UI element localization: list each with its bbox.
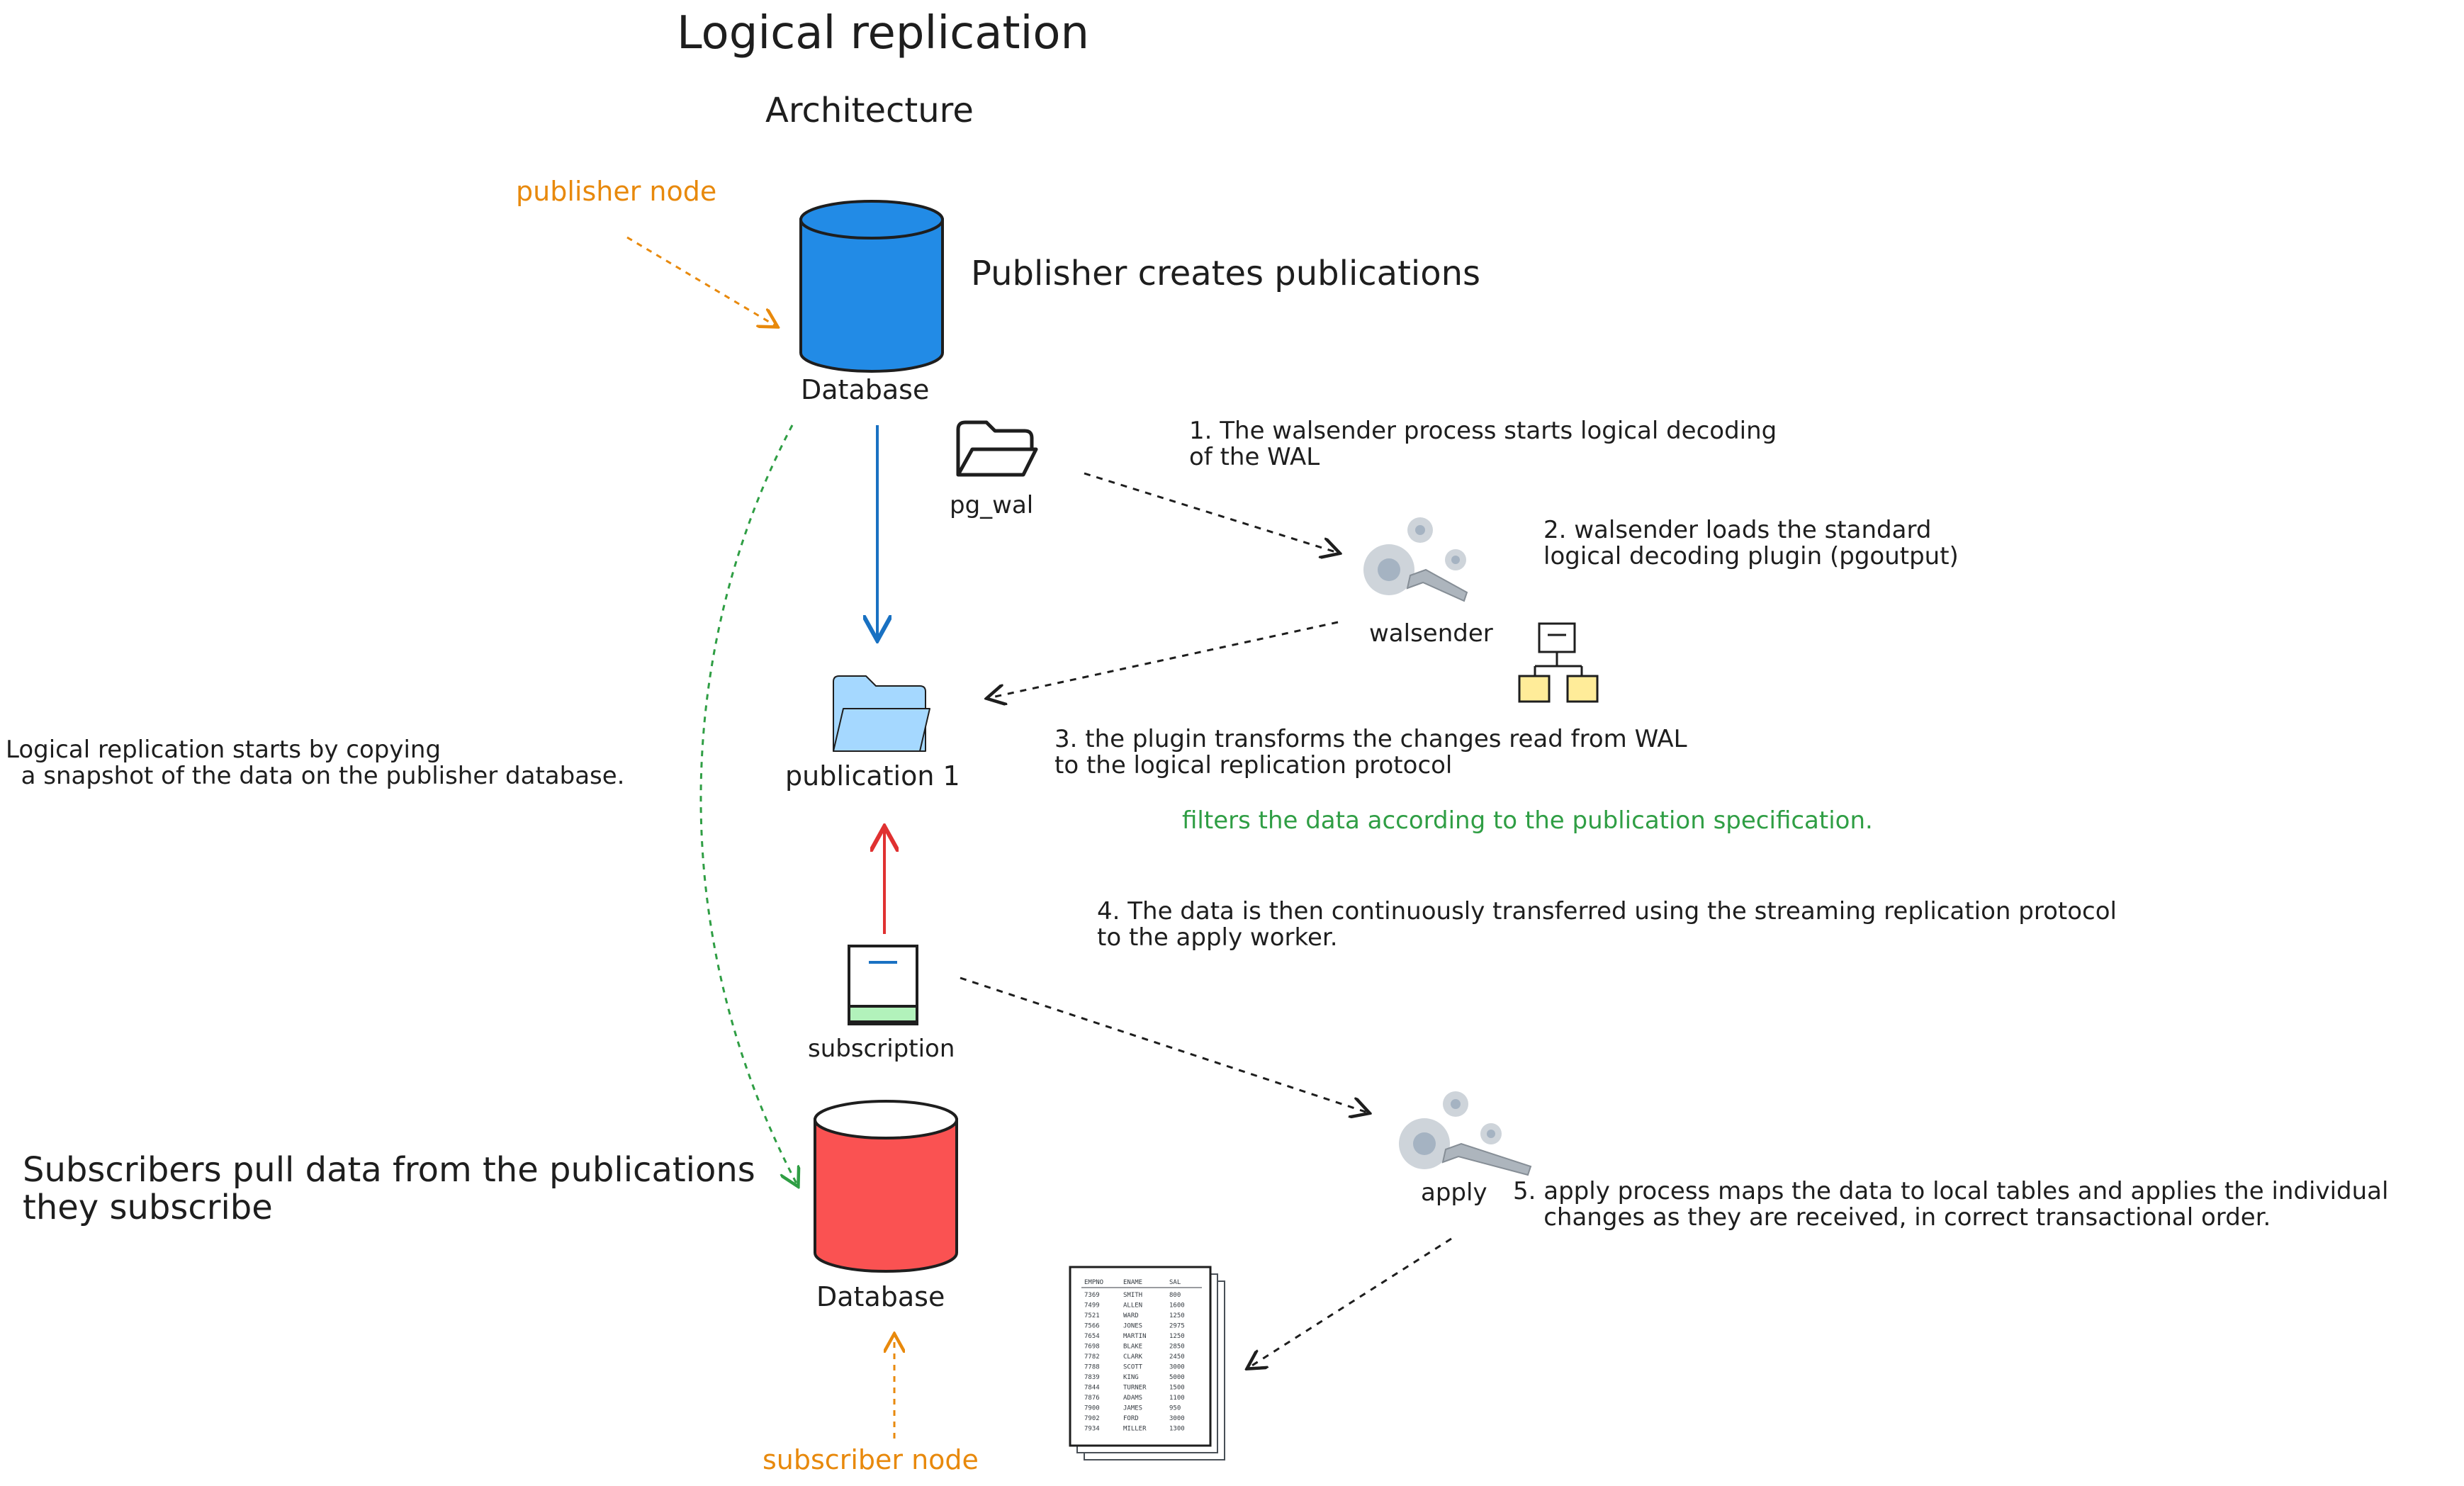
table-cell: 7934 <box>1084 1426 1100 1433</box>
table-cell: BLAKE <box>1123 1344 1142 1351</box>
table-cell: 1100 <box>1169 1395 1185 1402</box>
table-cell: JONES <box>1123 1323 1142 1330</box>
table-cell: 5000 <box>1169 1374 1185 1381</box>
table-cell: 7654 <box>1084 1333 1100 1340</box>
arrow-snapshot-copy <box>699 424 797 1185</box>
table-cell: 1250 <box>1169 1333 1185 1340</box>
subscription-icon <box>848 945 918 1025</box>
table-header-cell: ENAME <box>1123 1279 1142 1286</box>
table-cell: FORD <box>1123 1415 1139 1422</box>
diagram-subtitle: Architecture <box>765 91 974 130</box>
table-cell: 3000 <box>1169 1364 1185 1371</box>
walsender-gears-icon <box>1363 517 1468 602</box>
publication-label: publication 1 <box>785 760 960 792</box>
arrow-walsender-to-publication <box>989 621 1339 698</box>
table-cell: 7782 <box>1084 1353 1100 1361</box>
step2-note: 2. walsender loads the standard logical … <box>1543 516 1959 571</box>
snapshot-note: Logical replication starts by copying a … <box>6 736 625 791</box>
table-cell: 1300 <box>1169 1426 1185 1433</box>
apply-gears-icon <box>1399 1091 1532 1176</box>
publisher-db-label: Database <box>801 374 930 405</box>
table-cell: CLARK <box>1123 1353 1143 1361</box>
pg-wal-label: pg_wal <box>950 491 1034 519</box>
table-document-icon: EMPNO ENAME SAL 7369 SMITH 800 7499 ALLEN 1600 75… <box>1069 1266 1225 1460</box>
plugin-hierarchy-icon <box>1518 622 1599 703</box>
table-cell: ADAMS <box>1123 1395 1142 1402</box>
arrow-apply-to-table <box>1249 1237 1452 1368</box>
table-cell: SMITH <box>1123 1292 1142 1299</box>
table-cell: 2850 <box>1169 1344 1185 1351</box>
publisher-database-icon <box>799 200 944 373</box>
table-cell: 1600 <box>1169 1302 1185 1310</box>
publisher-creates-note: Publisher creates publications <box>971 254 1481 293</box>
table-cell: 7521 <box>1084 1312 1100 1319</box>
table-cell: TURNER <box>1123 1385 1147 1392</box>
table-cell: 1250 <box>1169 1312 1185 1319</box>
step1-note: 1. The walsender process starts logical … <box>1189 417 1777 472</box>
subscribers-note: Subscribers pull data from the publicati… <box>23 1150 755 1227</box>
apply-label: apply <box>1421 1178 1487 1207</box>
table-header-cell: EMPNO <box>1084 1279 1103 1286</box>
table-cell: 7788 <box>1084 1364 1100 1371</box>
diagram-title: Logical replication <box>677 7 1090 60</box>
publication-folder-icon <box>833 675 930 752</box>
arrow-pgwal-to-walsender <box>1084 472 1338 553</box>
table-cell: WARD <box>1123 1312 1139 1319</box>
table-cell: SCOTT <box>1123 1364 1143 1371</box>
table-cell: 2975 <box>1169 1323 1185 1330</box>
table-cell: KING <box>1123 1374 1139 1381</box>
subscription-label: subscription <box>808 1035 955 1063</box>
subscriber-node-label: subscriber node <box>763 1444 979 1475</box>
table-cell: 7566 <box>1084 1323 1100 1330</box>
table-cell: 1500 <box>1169 1385 1185 1392</box>
publisher-node-label: publisher node <box>516 176 717 207</box>
step5-note: 5. apply process maps the data to local … <box>1513 1177 2389 1232</box>
table-cell: MARTIN <box>1123 1333 1147 1340</box>
table-cell: 7900 <box>1084 1405 1100 1412</box>
table-header-cell: SAL <box>1169 1279 1181 1286</box>
arrow-subscription-to-apply <box>960 976 1368 1113</box>
table-cell: 7369 <box>1084 1292 1100 1299</box>
table-cell: 7499 <box>1084 1302 1100 1310</box>
table-cell: 7876 <box>1084 1395 1100 1402</box>
subscriber-db-label: Database <box>816 1281 945 1312</box>
filters-note: filters the data according to the public… <box>1182 806 1873 835</box>
step3-note: 3. the plugin transforms the changes rea… <box>1054 725 1687 780</box>
table-cell: 7839 <box>1084 1374 1100 1381</box>
arrow-publisher-node-to-db <box>626 236 776 326</box>
table-cell: ALLEN <box>1123 1302 1142 1310</box>
table-cell: 950 <box>1169 1405 1181 1412</box>
table-cell: 7698 <box>1084 1344 1100 1351</box>
table-cell: JAMES <box>1123 1405 1142 1412</box>
table-cell: 800 <box>1169 1292 1181 1299</box>
walsender-label: walsender <box>1369 619 1493 648</box>
subscriber-database-icon <box>814 1100 958 1273</box>
table-cell: 3000 <box>1169 1415 1185 1422</box>
table-cell: 7844 <box>1084 1385 1100 1392</box>
pg-wal-folder-icon <box>956 420 1038 477</box>
table-cell: MILLER <box>1123 1426 1147 1433</box>
table-cell: 7902 <box>1084 1415 1100 1422</box>
table-cell: 2450 <box>1169 1353 1185 1361</box>
step4-note: 4. The data is then continuously transfe… <box>1097 897 2117 952</box>
